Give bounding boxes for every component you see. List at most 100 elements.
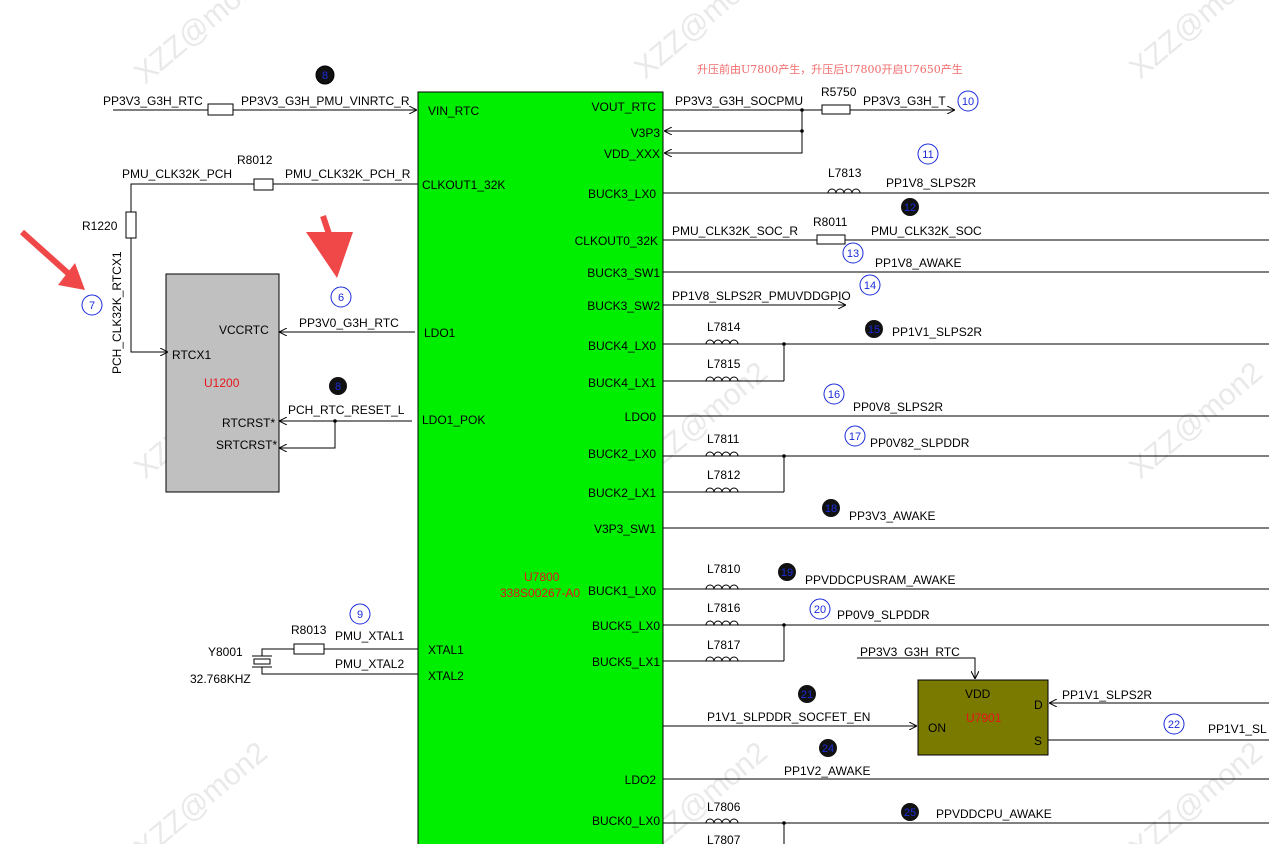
pin-label: SRTCRST* — [216, 438, 277, 452]
u7800-body — [417, 91, 664, 844]
net-label: PP1V1_SLPS2R — [1062, 688, 1152, 702]
marker-dark: 8 — [329, 377, 347, 395]
right-wires — [663, 104, 1269, 844]
component-ref: Y8001 — [208, 645, 243, 659]
net-label: P1V1_SLPDDR_SOCFET_EN — [707, 710, 870, 724]
net-label: PP0V8_SLPS2R — [853, 400, 943, 414]
u7901-body — [917, 679, 1049, 756]
pin-label: BUCK2_LX1 — [588, 486, 656, 500]
watermark: XZZ@mon2 — [1123, 356, 1268, 486]
pin-label: VCCRTC — [219, 323, 269, 337]
marker-dark: 18 — [822, 499, 840, 517]
component-ref: L7813 — [828, 166, 862, 180]
svg-text:8: 8 — [335, 381, 341, 393]
u7800-part: 338S00267-A0 — [500, 586, 580, 600]
u7901-ref: U7901 — [966, 711, 1002, 725]
pin-label: LDO1_POK — [422, 413, 485, 427]
pin-label: BUCK4_LX0 — [588, 339, 656, 353]
component-ref: R8012 — [237, 153, 273, 167]
marker-outline: 16 — [823, 383, 845, 405]
marker-outline: 11 — [917, 143, 939, 165]
svg-text:16: 16 — [828, 389, 840, 401]
svg-text:18: 18 — [825, 503, 837, 515]
marker-outline: 20 — [809, 598, 831, 620]
net-label: PP3V3_G3H_PMU_VINRTC_R — [241, 94, 410, 108]
svg-text:21: 21 — [801, 689, 813, 701]
pin-label: CLKOUT1_32K — [422, 178, 505, 192]
annotation-arrow-1 — [19, 229, 85, 290]
u1200-ref: U1200 — [204, 376, 240, 390]
marker-outline: 22 — [1163, 713, 1185, 735]
pin-label: LDO2 — [625, 773, 657, 787]
net-label: PPVDDCPU_AWAKE — [936, 807, 1052, 821]
boost-note: 升压前由U7800产生，升压后U7800开启U7650产生 — [697, 62, 963, 76]
markers: 8 12 15 18 19 21 24 25 8 10 11 13 14 16 … — [81, 65, 1185, 821]
component-ref: L7815 — [707, 357, 741, 371]
watermark: XZZ@mon2 — [1123, 736, 1268, 844]
marker-outline: 10 — [957, 90, 979, 112]
net-label: PP3V3_G3H_T — [863, 94, 946, 108]
pin-label: VIN_RTC — [428, 104, 479, 118]
net-label: PP3V3_G3H_RTC — [103, 94, 203, 108]
svg-text:12: 12 — [904, 202, 916, 214]
component-ref: R8011 — [813, 215, 848, 229]
pin-label: VDD_XXX — [604, 147, 660, 161]
marker-dark: 12 — [901, 198, 919, 216]
svg-text:8: 8 — [322, 70, 328, 82]
u7800-left-pins: VIN_RTC CLKOUT1_32K LDO1 LDO1_POK XTAL1 … — [422, 104, 505, 683]
net-label: PP1V1_SLPS2R — [892, 325, 982, 339]
net-labels: PP3V3_G3H_RTC PP3V3_G3H_PMU_VINRTC_R PMU… — [103, 94, 1267, 821]
pin-label: VDD — [965, 687, 991, 701]
net-label: PMU_XTAL1 — [335, 629, 404, 643]
svg-text:11: 11 — [922, 149, 933, 161]
svg-text:20: 20 — [814, 604, 826, 616]
svg-text:6: 6 — [338, 292, 344, 304]
pin-label: BUCK3_SW1 — [587, 266, 660, 280]
component-ref: R1220 — [82, 219, 118, 233]
pin-label: XTAL2 — [428, 669, 464, 683]
net-label: PP3V3_G3H_SOCPMU — [675, 94, 803, 108]
pin-label: D — [1034, 698, 1043, 712]
pin-label: V3P3 — [631, 126, 661, 140]
net-label: PMU_CLK32K_PCH_R — [285, 167, 411, 181]
marker-dark: 15 — [865, 320, 883, 338]
pin-label: BUCK5_LX1 — [592, 655, 660, 669]
pin-label: BUCK4_LX1 — [588, 376, 656, 390]
component-labels: R5750 R8012 R1220 R8011 L7813 L7814 L781… — [82, 85, 862, 844]
component-ref: L7816 — [707, 601, 741, 615]
watermark: XZZ@mon2 — [128, 736, 273, 844]
pin-label: RTCRST* — [222, 416, 275, 430]
net-label: PP1V8_AWAKE — [875, 256, 961, 270]
net-label: PPVDDCPUSRAM_AWAKE — [805, 573, 955, 587]
marker-outline: 14 — [859, 274, 881, 296]
component-ref: L7814 — [707, 320, 741, 334]
net-label: PMU_CLK32K_PCH — [122, 167, 232, 181]
pin-label: BUCK1_LX0 — [588, 584, 656, 598]
pin-label: LDO0 — [625, 410, 657, 424]
marker-dark: 21 — [798, 685, 816, 703]
marker-outline: 7 — [81, 294, 103, 316]
pin-label: XTAL1 — [428, 643, 464, 657]
net-label: PP3V0_G3H_RTC — [299, 316, 399, 330]
component-ref: 32.768KHZ — [190, 672, 251, 686]
net-label: PP0V82_SLPDDR — [870, 436, 970, 450]
marker-dark: 25 — [901, 803, 919, 821]
svg-text:13: 13 — [847, 248, 859, 260]
component-ref: L7806 — [707, 800, 741, 814]
marker-outline: 9 — [349, 603, 371, 625]
component-ref: L7810 — [707, 562, 741, 576]
svg-text:22: 22 — [1168, 719, 1180, 731]
net-label: PMU_CLK32K_SOC_R — [672, 224, 798, 238]
svg-text:19: 19 — [781, 567, 793, 579]
watermark: XZZ@mon2 — [128, 0, 273, 90]
net-label: PMU_XTAL2 — [335, 657, 404, 671]
svg-text:17: 17 — [849, 431, 861, 443]
svg-text:10: 10 — [962, 96, 974, 108]
u1200-body — [165, 273, 280, 493]
marker-outline: 17 — [844, 425, 866, 447]
net-label: PP1V8_SLPS2R_PMUVDDGPIO — [672, 289, 851, 303]
net-label: PCH_CLK32K_RTCX1 — [110, 251, 124, 374]
pin-label: BUCK3_SW2 — [587, 299, 660, 313]
svg-text:15: 15 — [868, 324, 880, 336]
watermark: XZZ@mon2 — [1123, 0, 1268, 85]
